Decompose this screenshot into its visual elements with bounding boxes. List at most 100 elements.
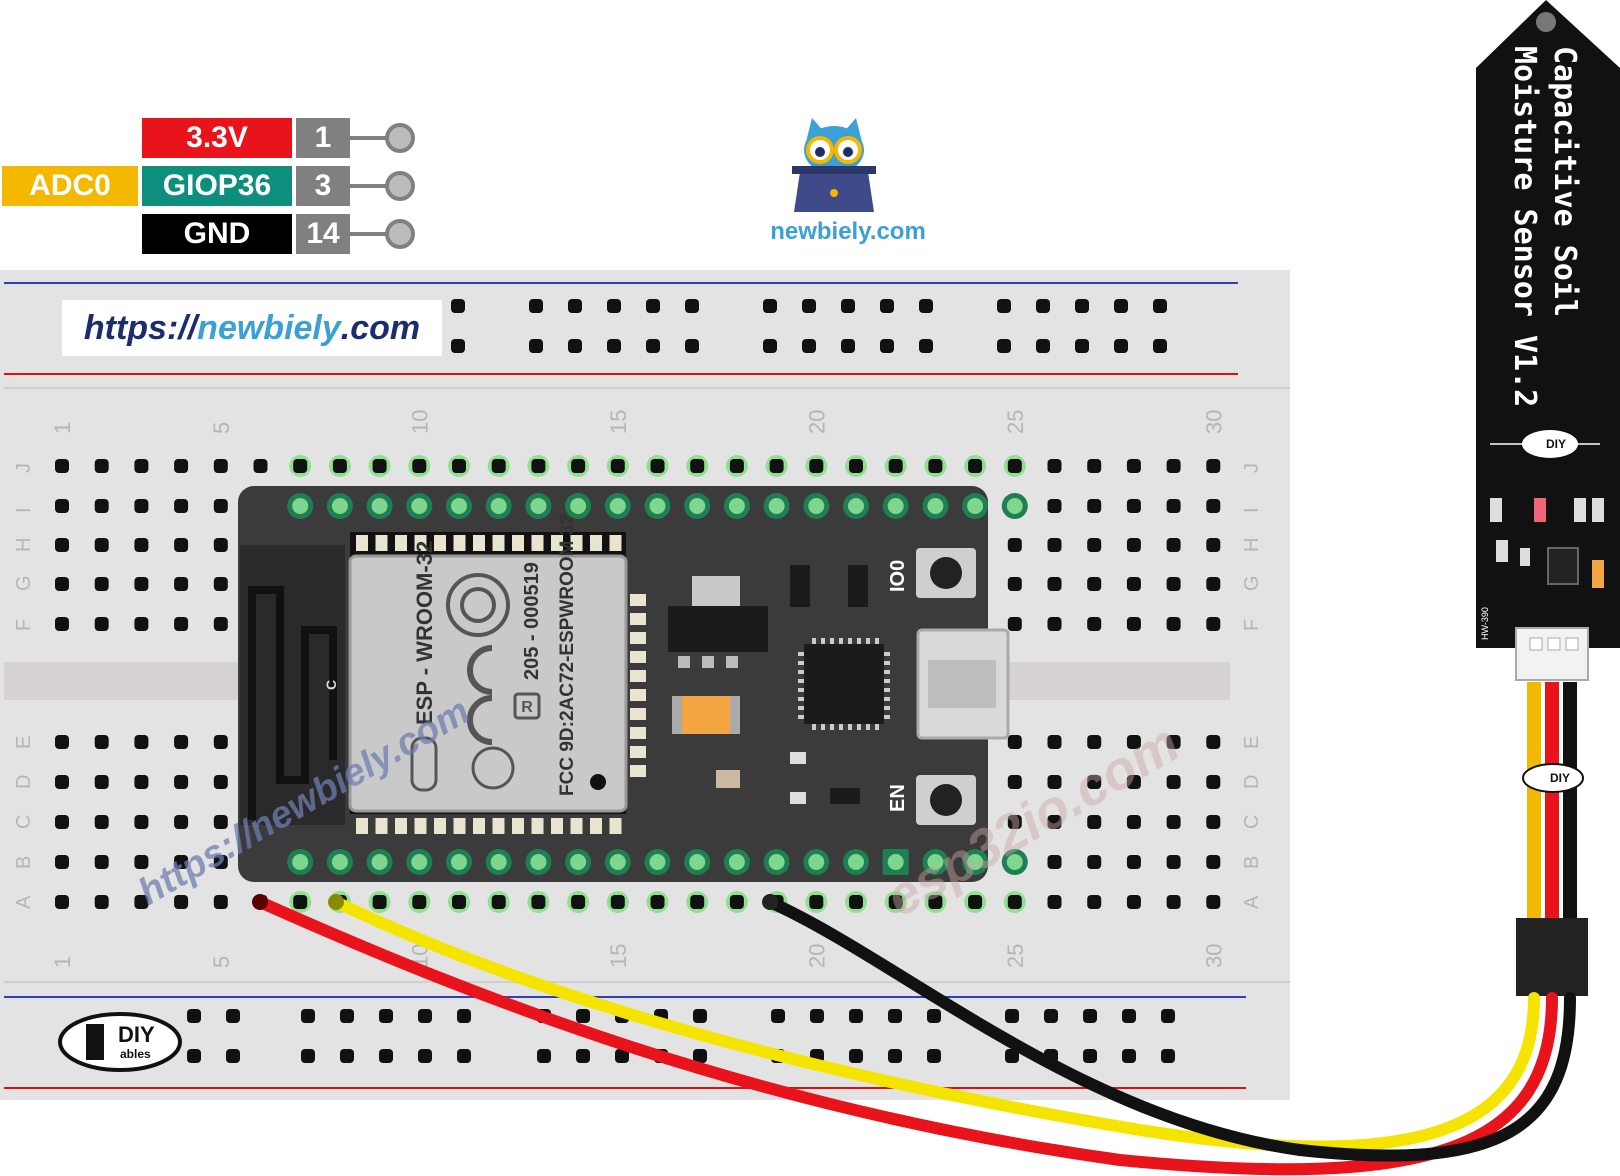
hole bbox=[928, 895, 943, 909]
hole bbox=[452, 895, 466, 909]
pin-function-adc0: ADC0 bbox=[2, 166, 138, 206]
chip-pin bbox=[798, 670, 804, 674]
module-pad bbox=[434, 818, 446, 834]
hole bbox=[213, 459, 228, 473]
pin-number-3: 3 bbox=[296, 166, 350, 206]
pin-number-14: 14 bbox=[296, 214, 350, 254]
hole bbox=[174, 577, 189, 591]
io0-button[interactable] bbox=[916, 548, 976, 598]
hole bbox=[1047, 775, 1062, 789]
header-pin-hole bbox=[848, 854, 864, 870]
hole bbox=[1087, 815, 1102, 829]
hole bbox=[94, 617, 109, 631]
module-pad bbox=[375, 535, 388, 551]
chip-pin bbox=[798, 661, 804, 665]
hole bbox=[1047, 617, 1062, 631]
chip-pin bbox=[875, 638, 879, 644]
hole bbox=[1206, 775, 1221, 789]
rail-hole bbox=[568, 299, 582, 313]
header-pin-hole bbox=[808, 854, 825, 870]
module-pad bbox=[531, 535, 544, 551]
hole bbox=[1206, 577, 1221, 591]
chip-pin bbox=[875, 724, 879, 730]
rail-hole bbox=[1075, 339, 1089, 353]
rail-hole bbox=[1083, 1049, 1097, 1063]
hole bbox=[1087, 499, 1102, 513]
pin-name-3v3: 3.3V bbox=[142, 118, 292, 158]
module-pads-bottom bbox=[356, 818, 622, 834]
hole bbox=[769, 459, 784, 473]
rail-hole bbox=[607, 299, 621, 313]
hole bbox=[928, 459, 943, 473]
chip-pin bbox=[857, 638, 861, 644]
module-pad bbox=[630, 670, 646, 682]
column-number: 10 bbox=[407, 410, 432, 434]
svg-text:DIY: DIY bbox=[1546, 437, 1566, 451]
hole bbox=[1126, 775, 1141, 789]
row-letter: C bbox=[13, 815, 35, 829]
rail-hole bbox=[849, 1009, 863, 1023]
header-pin-hole bbox=[967, 854, 984, 870]
rail-hole bbox=[802, 339, 816, 353]
hole bbox=[94, 577, 109, 591]
chip-pin bbox=[884, 697, 890, 701]
chip-pin bbox=[884, 706, 890, 710]
rail-hole bbox=[1161, 1009, 1175, 1023]
header-pin-hole bbox=[768, 854, 785, 870]
rail-hole bbox=[1153, 339, 1167, 353]
svg-text:R: R bbox=[521, 699, 533, 716]
hole bbox=[1087, 577, 1102, 591]
hole bbox=[1126, 538, 1141, 552]
module-pad bbox=[453, 818, 466, 834]
header-pin-hole bbox=[490, 854, 507, 870]
hole bbox=[888, 895, 903, 909]
hole bbox=[174, 815, 189, 829]
module-pad bbox=[473, 535, 485, 551]
hole bbox=[690, 459, 705, 473]
hole bbox=[1166, 855, 1181, 869]
chip-pin bbox=[798, 688, 804, 692]
hole bbox=[1047, 815, 1062, 829]
header-pin-hole bbox=[411, 498, 428, 514]
hole bbox=[55, 577, 69, 591]
hole bbox=[55, 895, 69, 909]
hole bbox=[849, 895, 863, 909]
rail-hole bbox=[379, 1009, 393, 1023]
rail-hole bbox=[418, 1009, 432, 1023]
url-banner[interactable]: https://newbiely.com bbox=[62, 300, 442, 356]
rail-hole bbox=[646, 299, 660, 313]
pin-connectors bbox=[350, 123, 415, 249]
header-pin-hole bbox=[848, 498, 864, 514]
module-pad bbox=[570, 535, 583, 551]
chip-pin bbox=[839, 638, 843, 644]
chip-pin bbox=[830, 638, 834, 644]
header-pin-hole bbox=[609, 498, 626, 514]
column-number: 20 bbox=[804, 410, 829, 434]
header-pin-hole bbox=[292, 498, 309, 514]
hole bbox=[174, 775, 189, 789]
rail-hole bbox=[451, 299, 465, 313]
hole bbox=[1047, 855, 1062, 869]
module-pad bbox=[395, 818, 407, 834]
en-button[interactable] bbox=[916, 775, 976, 825]
hole bbox=[1007, 815, 1022, 829]
row-letter: B bbox=[1241, 856, 1263, 869]
hole bbox=[1126, 617, 1141, 631]
module-pad bbox=[570, 818, 583, 834]
rail-hole bbox=[1005, 1009, 1019, 1023]
hole bbox=[531, 895, 546, 909]
hole bbox=[174, 499, 189, 513]
rail-hole bbox=[888, 1009, 902, 1023]
hole bbox=[1047, 577, 1062, 591]
newbiely-logo-text: newbiely.com bbox=[770, 218, 926, 245]
chip-pin bbox=[830, 724, 834, 730]
hole bbox=[571, 459, 586, 473]
hole bbox=[1007, 538, 1022, 552]
hole bbox=[213, 499, 228, 513]
rail-hole bbox=[685, 339, 699, 353]
hole bbox=[1206, 815, 1221, 829]
hole bbox=[968, 459, 983, 473]
column-number: 25 bbox=[1003, 410, 1028, 434]
